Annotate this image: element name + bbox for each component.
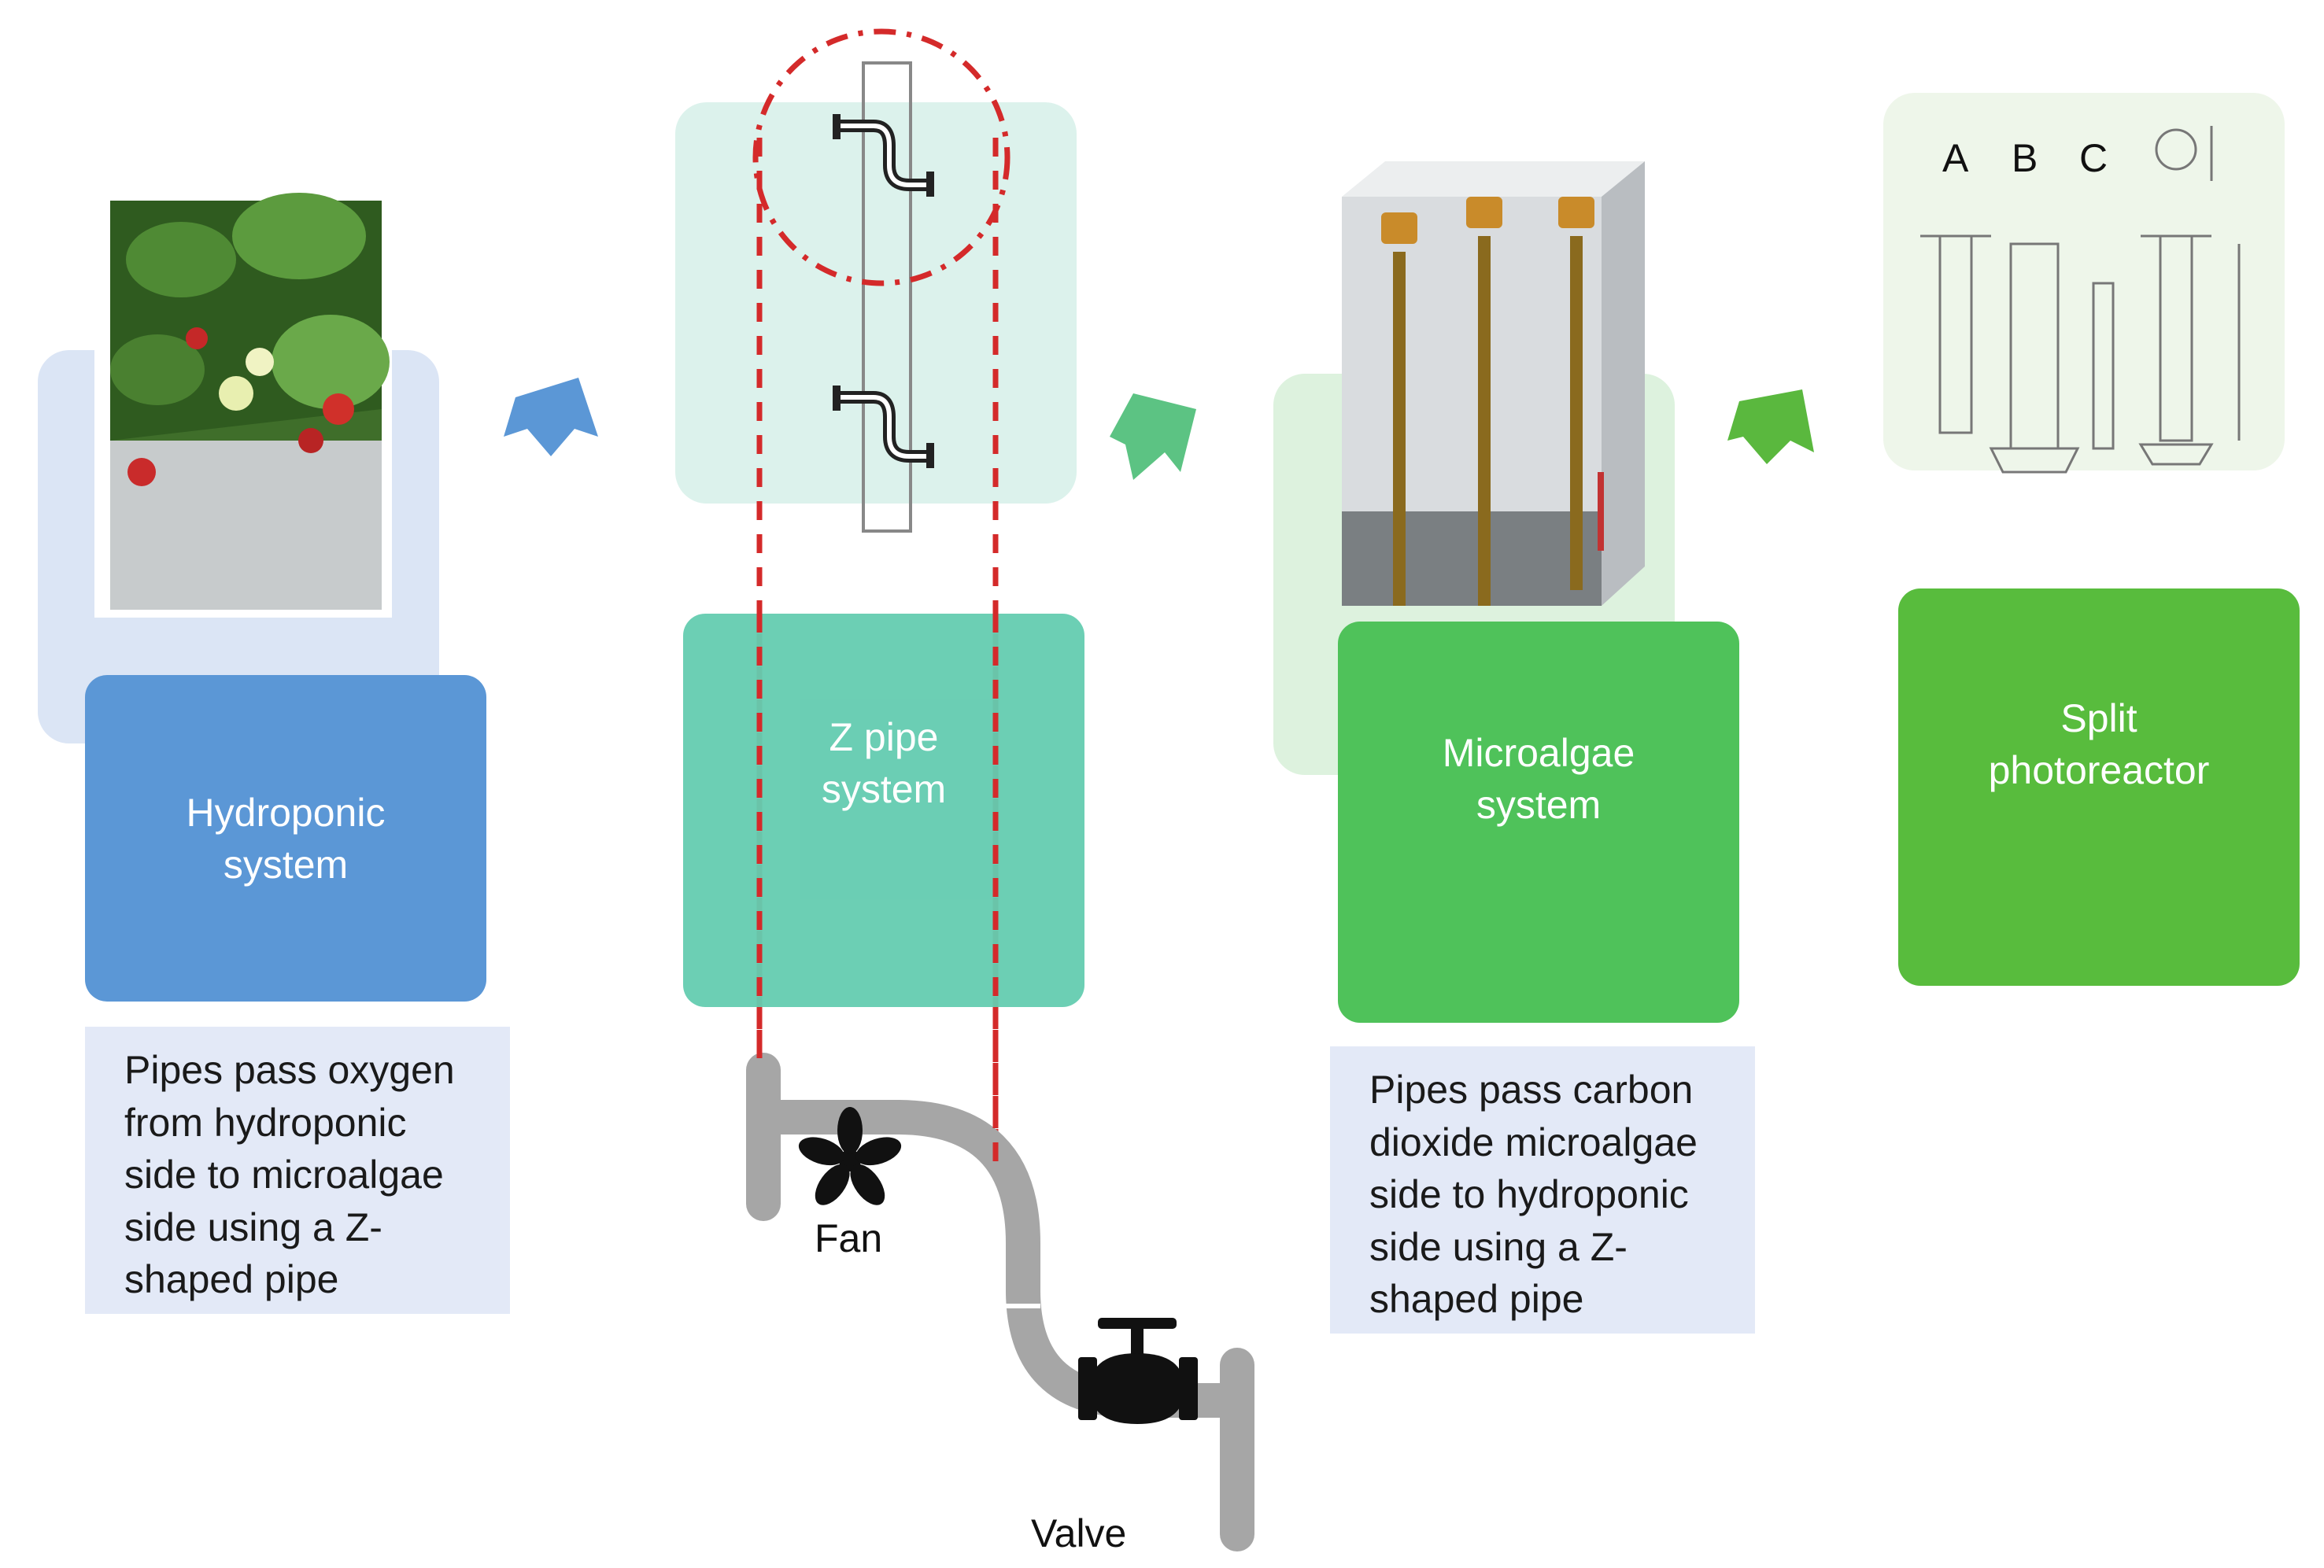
microalgae-photo bbox=[1342, 161, 1645, 606]
arrow-right-icon bbox=[1727, 389, 1814, 464]
valve-icon bbox=[1078, 1318, 1198, 1424]
step-label: Hydroponic system bbox=[186, 790, 386, 887]
fan-label: Fan bbox=[815, 1216, 883, 1260]
note-hydroponic: Pipes pass oxygen from hydroponic side t… bbox=[85, 1027, 510, 1314]
step-box-microalgae: Microalgae system bbox=[1338, 622, 1739, 1023]
photoreactor-backdrop bbox=[1883, 93, 2285, 470]
photoreactor-label-a: A bbox=[1942, 136, 1969, 180]
step-box-zpipe: Z pipe system bbox=[683, 614, 1084, 1007]
pipe-assembly bbox=[746, 1053, 1254, 1551]
step-label: Split photoreactor bbox=[1988, 695, 2210, 792]
hydroponic-photo bbox=[94, 193, 392, 618]
zpipe-backdrop bbox=[675, 102, 1077, 504]
step-label: Z pipe system bbox=[821, 715, 947, 811]
photoreactor-drawing bbox=[1920, 126, 2241, 474]
zpipe-detail bbox=[833, 61, 934, 533]
flow-arrows bbox=[504, 378, 1814, 480]
arrow-right-icon bbox=[504, 378, 598, 456]
step-box-split: Split photoreactor bbox=[1898, 588, 2300, 986]
photoreactor-label-b: B bbox=[2012, 136, 2038, 180]
step-box-hydroponic: Hydroponic system bbox=[85, 675, 486, 1002]
note-microalgae: Pipes pass carbon dioxide microalgae sid… bbox=[1330, 1046, 1755, 1334]
valve-label: Valve bbox=[1031, 1511, 1127, 1555]
photoreactor-label-c: C bbox=[2079, 136, 2108, 180]
step-label: Microalgae system bbox=[1442, 731, 1635, 827]
arrow-right-icon bbox=[1110, 393, 1196, 480]
fan-icon bbox=[798, 1107, 902, 1205]
